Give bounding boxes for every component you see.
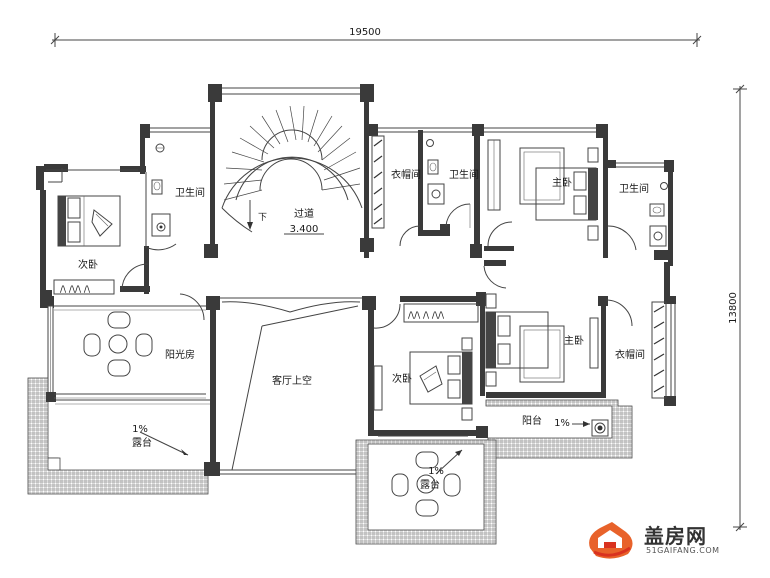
terrace-left-slope: 1% [132, 424, 148, 435]
dimension-width: 19500 [50, 27, 702, 47]
balcony-label: 阳台 [522, 414, 542, 427]
living-void-label: 客厅上空 [272, 374, 312, 387]
balcony: 阳台 1% [485, 399, 633, 459]
bedroom-center-label: 次卧 [392, 372, 412, 385]
closet-right: 衣帽间 [605, 299, 667, 399]
closet-mid: 衣帽间 [371, 135, 421, 247]
master-right: 主卧 [483, 265, 599, 387]
balcony-slope: 1% [554, 418, 570, 429]
dimension-height-label: 13800 [728, 292, 739, 324]
house-logo-icon [589, 522, 633, 559]
bath-left: 卫生间 [145, 143, 205, 251]
bath-mid: 卫生间 [426, 139, 479, 228]
toilet-icon [427, 159, 439, 175]
stair-down-label: 下 [258, 213, 267, 223]
closet-mid-label: 衣帽间 [391, 168, 421, 181]
terrace-bottom: 1% 露台 [355, 435, 497, 545]
dimension-height: 13800 [728, 84, 747, 532]
corridor-level-label: 3.400 [290, 224, 319, 235]
dining-table-icon [391, 451, 461, 517]
bath-right-label: 卫生间 [619, 182, 649, 195]
bedroom-left-label: 次卧 [78, 258, 98, 271]
dining-table-icon [83, 311, 153, 377]
bedroom-left: /\ /\/\ /\ 次卧 [46, 168, 149, 295]
terrace-left [27, 377, 210, 495]
master-top-label: 主卧 [552, 176, 572, 189]
terrace-bottom-label: 露台 [420, 478, 440, 491]
master-top: 主卧 [487, 139, 599, 247]
logo-name: 盖房网 [644, 524, 707, 548]
toilet-icon [649, 203, 665, 217]
sink-icon [151, 213, 171, 237]
bed-icon [519, 147, 598, 221]
bed-icon [409, 351, 473, 405]
bed-icon [57, 195, 121, 247]
svg-text:/\/\ /\ /\/\: /\/\ /\ /\/\ [408, 311, 445, 321]
bath-mid-label: 卫生间 [449, 168, 479, 181]
closet-right-label: 衣帽间 [615, 348, 645, 361]
living-void: 客厅上空 [231, 305, 359, 471]
terrace-left-label: 露台 [132, 436, 152, 449]
bath-right: 卫生间 [607, 182, 668, 251]
sunroom-label: 阳光房 [165, 348, 195, 361]
sink-icon [649, 225, 667, 247]
terrace-bottom-slope: 1% [428, 466, 444, 477]
bedroom-center: /\/\ /\ /\/\ 次卧 [373, 303, 479, 421]
sunroom: 阳光房 [54, 293, 206, 399]
walls [36, 84, 676, 480]
svg-text:/\ /\/\ /\: /\ /\/\ /\ [60, 285, 91, 295]
toilet-icon [151, 179, 163, 195]
master-right-label: 主卧 [564, 334, 584, 347]
site-logo: 盖房网 51GAIFANG.COM [582, 518, 732, 562]
bath-left-label: 卫生间 [175, 186, 205, 199]
bed-icon [485, 311, 565, 383]
corridor-label: 过道 [294, 207, 314, 220]
dimension-width-label: 19500 [349, 27, 381, 38]
spiral-stair: 下 [221, 105, 363, 233]
logo-url: 51GAIFANG.COM [646, 546, 720, 555]
sink-icon [427, 183, 445, 205]
